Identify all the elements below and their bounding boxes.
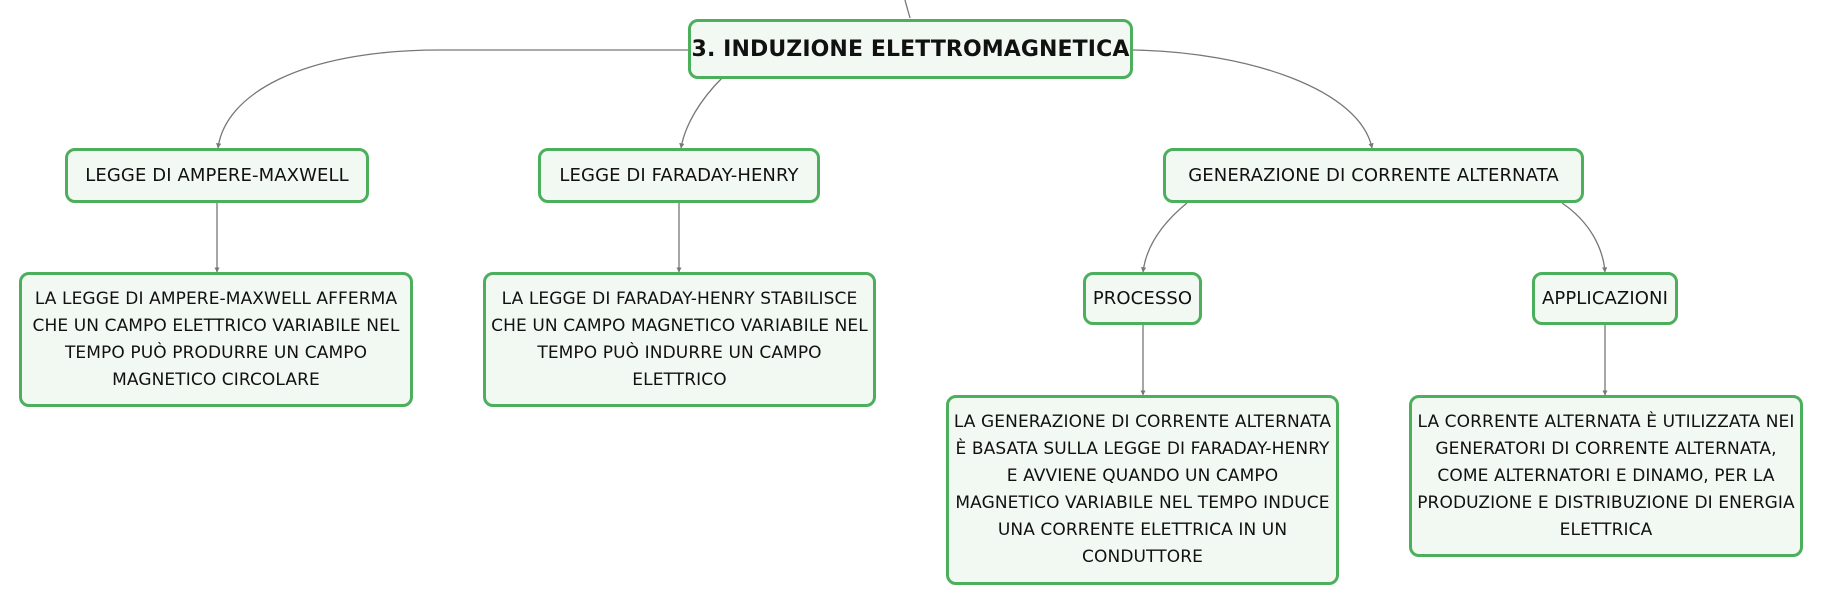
description-text: LA LEGGE DI FARADAY-HENRY STABILISCE CHE…: [491, 288, 868, 390]
connector-parent-root: [904, 0, 911, 19]
description-node-applicazioni[interactable]: LA CORRENTE ALTERNATA È UTILIZZATA NEI G…: [1409, 395, 1803, 557]
description-node-faraday-henry[interactable]: LA LEGGE DI FARADAY-HENRY STABILISCE CHE…: [483, 272, 876, 407]
description-node-ampere-maxwell[interactable]: LA LEGGE DI AMPERE-MAXWELL AFFERMA CHE U…: [19, 272, 413, 407]
topic-node-ampere-maxwell[interactable]: LEGGE DI AMPERE-MAXWELL: [65, 148, 369, 203]
topic-node-applicazioni[interactable]: APPLICAZIONI: [1532, 272, 1678, 325]
topic-label: APPLICAZIONI: [1541, 288, 1669, 309]
root-topic-node[interactable]: 3. INDUZIONE ELETTROMAGNETICA: [688, 19, 1133, 79]
connector-generazione-applicazioni: [1561, 202, 1608, 273]
topic-node-processo[interactable]: PROCESSO: [1083, 272, 1202, 325]
description-node-processo[interactable]: LA GENERAZIONE DI CORRENTE ALTERNATA È B…: [946, 395, 1339, 585]
description-text: LA CORRENTE ALTERNATA È UTILIZZATA NEI G…: [1417, 411, 1795, 540]
description-text: LA GENERAZIONE DI CORRENTE ALTERNATA È B…: [953, 412, 1332, 567]
topic-label: LEGGE DI AMPERE-MAXWELL: [85, 165, 349, 186]
connector-root-faraday: [679, 77, 723, 149]
topic-node-faraday-henry[interactable]: LEGGE DI FARADAY-HENRY: [538, 148, 820, 203]
connector-root-generazione: [1132, 49, 1374, 149]
root-topic-label: 3. INDUZIONE ELETTROMAGNETICA: [691, 36, 1130, 62]
connector-generazione-processo: [1141, 202, 1188, 273]
description-text: LA LEGGE DI AMPERE-MAXWELL AFFERMA CHE U…: [32, 288, 400, 390]
connector-root-ampere: [216, 49, 688, 149]
topic-node-generazione-corrente-alternata[interactable]: GENERAZIONE DI CORRENTE ALTERNATA: [1163, 148, 1584, 203]
topic-label: LEGGE DI FARADAY-HENRY: [559, 165, 799, 186]
topic-label: GENERAZIONE DI CORRENTE ALTERNATA: [1188, 165, 1559, 186]
topic-label: PROCESSO: [1092, 288, 1193, 309]
